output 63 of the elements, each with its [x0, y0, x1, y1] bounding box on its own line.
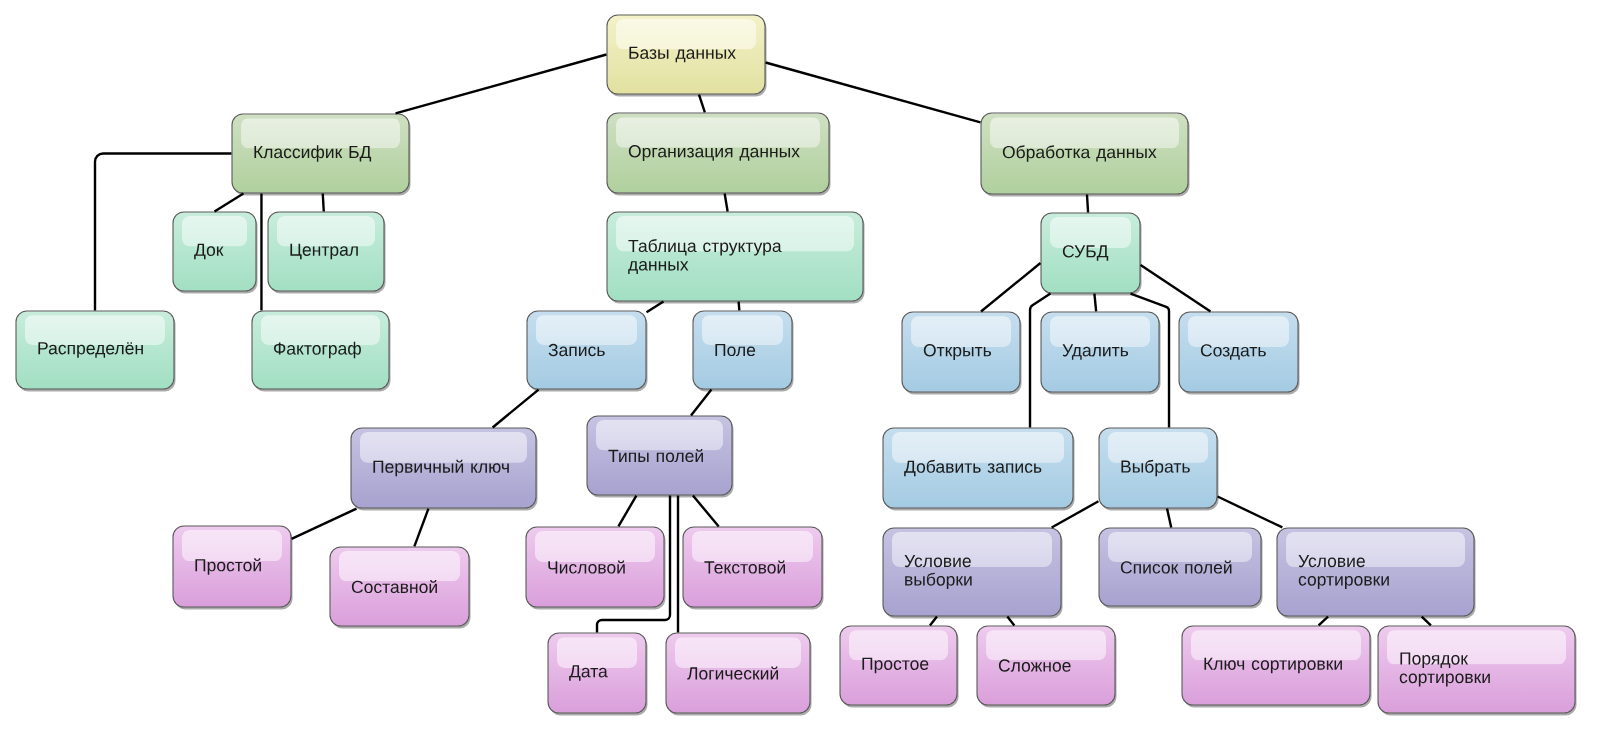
concept-box: Распределён	[15, 310, 176, 392]
connector-line	[737, 301, 741, 311]
connector-line	[1139, 264, 1212, 313]
connector-line	[1051, 500, 1100, 529]
connector-line	[413, 508, 430, 547]
concept-box: Условие сортировки	[1276, 527, 1476, 619]
concept-box: Дата	[547, 632, 648, 716]
concept-box: Простое	[839, 625, 959, 708]
connector-line	[617, 494, 638, 528]
concept-box: Обработка данных	[980, 112, 1190, 197]
connector-line	[723, 193, 729, 212]
concept-box: Текстовой	[682, 526, 824, 610]
connector-line	[1420, 615, 1432, 627]
connector-line	[395, 53, 607, 115]
concept-box: Составной	[329, 546, 471, 629]
root-box: Базы данных	[606, 14, 767, 97]
concept-box: Запись	[526, 310, 648, 392]
concept-box: Выбрать	[1098, 427, 1219, 511]
concept-box: Таблица структура данных	[606, 211, 865, 304]
concept-box: СУБД	[1040, 212, 1142, 296]
concept-box: Простой	[172, 525, 293, 610]
connector-line	[213, 192, 245, 213]
concept-box: Удалить	[1040, 311, 1161, 395]
concept-box: Числовой	[525, 526, 666, 610]
concept-box: Открыть	[901, 311, 1022, 395]
concept-box: Сложное	[976, 625, 1117, 708]
connector-line	[260, 193, 263, 311]
concept-box: Логический	[665, 632, 812, 716]
concept-box: Первичный ключ	[350, 427, 538, 511]
concept-box: Добавить запись	[882, 427, 1075, 511]
concept-box: Порядок сортировки	[1377, 625, 1577, 716]
connector-line	[1093, 293, 1098, 312]
connector-line	[765, 61, 981, 124]
connector-line	[321, 193, 325, 212]
connector-line	[1217, 495, 1283, 529]
connector-line	[1085, 194, 1090, 213]
connector-line	[595, 495, 672, 633]
connector-line	[980, 262, 1042, 313]
connector-line	[491, 388, 540, 429]
connector-line	[929, 615, 938, 627]
concept-box: Создать	[1178, 311, 1300, 395]
connector-line	[676, 495, 680, 633]
connector-line	[692, 494, 720, 528]
concept-box: Централ	[267, 211, 386, 294]
connector-line	[1006, 615, 1016, 627]
connector-line	[690, 388, 713, 417]
concept-box: Поле	[692, 310, 794, 392]
connector-line	[1165, 508, 1173, 528]
connector-line	[93, 152, 232, 311]
connector-line	[697, 94, 706, 113]
connector-line	[1130, 292, 1171, 428]
concept-box: Ключ сортировки	[1181, 625, 1372, 708]
concept-box: Условие выборки	[882, 527, 1063, 619]
connector-line	[645, 300, 665, 314]
connector-line	[1317, 615, 1329, 627]
connector-line	[1028, 292, 1052, 428]
concept-box: Организация данных	[606, 112, 831, 196]
concept-box: Список полей	[1098, 527, 1263, 609]
concept-box: Док	[172, 211, 258, 294]
connector-line	[291, 507, 358, 540]
concept-box: Типы полей	[586, 415, 734, 498]
concept-box: Классифик БД	[231, 113, 411, 196]
concept-box: Фактограф	[251, 310, 391, 392]
